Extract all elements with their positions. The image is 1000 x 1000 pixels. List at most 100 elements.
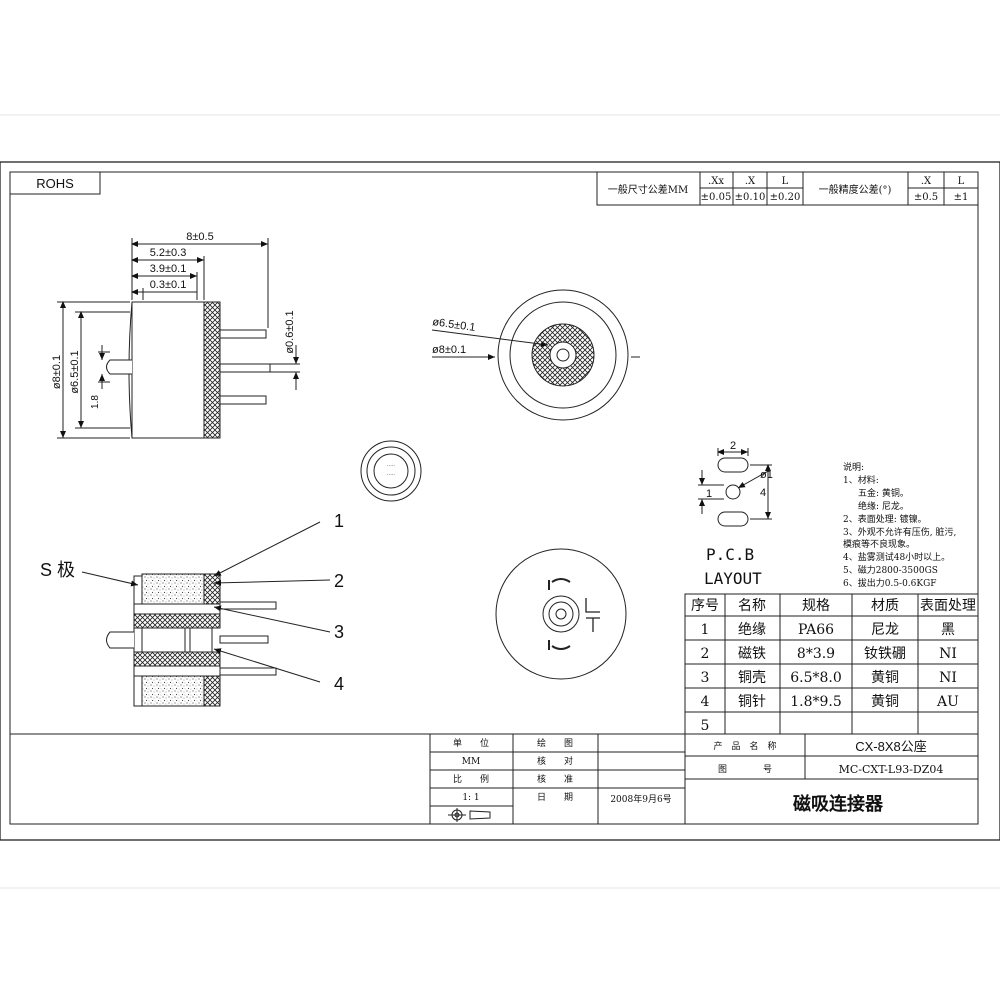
bom-cell: 黑 xyxy=(941,622,955,638)
section-view xyxy=(81,521,331,707)
bom-cell: NI xyxy=(939,670,957,686)
bom-cell: 尼龙 xyxy=(871,622,899,638)
pcb-dim-diameter: ø1 xyxy=(760,469,773,481)
bom-cell: 1.8*9.5 xyxy=(790,694,842,710)
note-1a: 五金: 黄铜。 xyxy=(858,487,909,499)
bom-cell: 3 xyxy=(701,670,710,686)
note-3: 3、外观不允许有压伤, 脏污, xyxy=(843,526,956,538)
approve-label: 核 准 xyxy=(537,773,573,785)
bom-cell: 4 xyxy=(701,694,710,710)
magnet-bottom xyxy=(133,651,221,667)
title-block xyxy=(10,733,978,824)
bom-cell: 黄铜 xyxy=(871,669,899,686)
unit-value: MM xyxy=(462,757,480,767)
bom-cell: NI xyxy=(939,646,957,662)
dim-length-39: 3.9±0.1 xyxy=(150,263,187,275)
unit-label: 单 位 xyxy=(453,737,489,749)
notes-title: 说明: xyxy=(843,461,864,473)
top-view: ····· ····· xyxy=(360,440,422,502)
pcb-dim-width: 2 xyxy=(730,440,736,452)
s-pole-label: S 极 xyxy=(40,560,75,580)
drawing-title: 磁吸连接器 xyxy=(793,793,884,814)
bom-cell: 6.5*8.0 xyxy=(790,670,842,686)
note-4: 4、盐雾测试48小时以上。 xyxy=(843,551,950,563)
insulator-top xyxy=(141,573,205,605)
drawing-number: MC-CXT-L93-DZ04 xyxy=(839,763,944,776)
callout-4: 4 xyxy=(334,674,344,694)
check-label: 核 对 xyxy=(537,755,573,767)
angle-value-l: ±1 xyxy=(954,192,969,203)
note-1b: 绝缘: 尼龙。 xyxy=(858,500,909,512)
bom-header: 规格 xyxy=(802,598,830,614)
draw-label: 绘 图 xyxy=(537,737,573,749)
bom-cell: 8*3.9 xyxy=(797,646,835,662)
angle-tolerance-label: 一般精度公差(°) xyxy=(819,183,892,196)
bottom-view xyxy=(495,548,627,680)
top-view-mark-2: ····· xyxy=(387,472,395,478)
center-pin xyxy=(106,631,134,649)
date-value: 2008年9月6号 xyxy=(610,793,671,805)
dim-front-diameter-8: ø8±0.1 xyxy=(432,344,466,356)
product-name: CX-8X8公座 xyxy=(855,739,927,754)
bom-cell: 钕铁硼 xyxy=(864,646,906,662)
dim-length-03: 0.3±0.1 xyxy=(150,279,187,291)
bom-header: 表面处理 xyxy=(920,598,976,614)
note-6: 6、拔出力0.5-0.6KGF xyxy=(843,577,937,589)
bom-header: 名称 xyxy=(738,598,766,614)
note-5: 5、磁力2800-3500GS xyxy=(843,564,938,576)
angle-head-l: L xyxy=(958,176,965,187)
pcb-dim-height: 1 xyxy=(706,488,712,500)
dim-tolerance-label: 一般尺寸公差MM xyxy=(608,183,688,196)
pcb-dim-4: 4 xyxy=(760,487,766,499)
pcb-title-line2: LAYOUT xyxy=(704,569,762,588)
bom-cell: 铜针 xyxy=(738,694,766,710)
rohs-label: ROHS xyxy=(36,176,74,191)
bom-cell: 磁铁 xyxy=(738,646,766,662)
bom-header: 序号 xyxy=(691,598,719,614)
drawing-number-label: 图 号 xyxy=(718,764,772,775)
dim-front-diameter-65: ø6.5±0.1 xyxy=(432,316,477,334)
callout-3: 3 xyxy=(334,622,344,642)
dim-head-l: L xyxy=(782,176,789,187)
product-label: 产 品 名 称 xyxy=(713,740,776,752)
side-view xyxy=(57,238,300,439)
note-3-cont: 模痕等不良现象。 xyxy=(843,538,915,550)
magnet-top xyxy=(133,613,221,629)
bom-header: 材质 xyxy=(871,598,899,614)
callout-2: 2 xyxy=(334,571,344,591)
bom-cell: 绝缘 xyxy=(738,622,766,638)
bom-cell: 黄铜 xyxy=(871,693,899,710)
side-knurl xyxy=(203,301,221,439)
dim-value-xx: ±0.05 xyxy=(701,192,732,203)
notes: 说明: 1、材料: 五金: 黄铜。 绝缘: 尼龙。 2、表面处理: 镀镍。 3、… xyxy=(843,461,956,589)
note-1: 1、材料: xyxy=(843,474,879,486)
tolerance-table: 一般尺寸公差MM .Xx .X L ±0.05 ±0.10 ±0.20 一般精度… xyxy=(596,171,979,206)
dim-head-x: .X xyxy=(745,176,756,187)
front-view xyxy=(431,289,640,421)
bom-cell: 5 xyxy=(701,718,710,734)
angle-value-x: ±0.5 xyxy=(914,192,938,203)
rohs-box: ROHS xyxy=(9,171,101,195)
pcb-title-line1: P.C.B xyxy=(706,545,754,564)
dim-head-xx: .Xx xyxy=(708,176,724,187)
side-body xyxy=(131,301,205,439)
dim-overall-length: 8±0.5 xyxy=(186,231,213,243)
dim-pin-length: 1.8 xyxy=(90,395,101,409)
bom-cell: 1 xyxy=(701,622,710,638)
top-view-mark: ····· xyxy=(387,463,395,469)
scale-label: 比 例 xyxy=(453,773,489,785)
bom-cell: AU xyxy=(936,694,959,710)
bom-table xyxy=(684,593,979,735)
pcb-layout xyxy=(698,448,772,527)
scale-value: 1: 1 xyxy=(462,793,479,803)
callout-1: 1 xyxy=(334,511,344,531)
dim-value-x: ±0.10 xyxy=(735,192,766,203)
insulator-bottom xyxy=(141,675,205,707)
dim-pin-diameter: ø0.6±0.1 xyxy=(284,310,296,353)
date-label: 日 期 xyxy=(537,792,573,803)
note-2: 2、表面处理: 镀镍。 xyxy=(843,513,927,525)
bom-cell: PA66 xyxy=(798,622,834,638)
bom-cell: 2 xyxy=(701,646,710,662)
inner-frame xyxy=(9,171,979,825)
